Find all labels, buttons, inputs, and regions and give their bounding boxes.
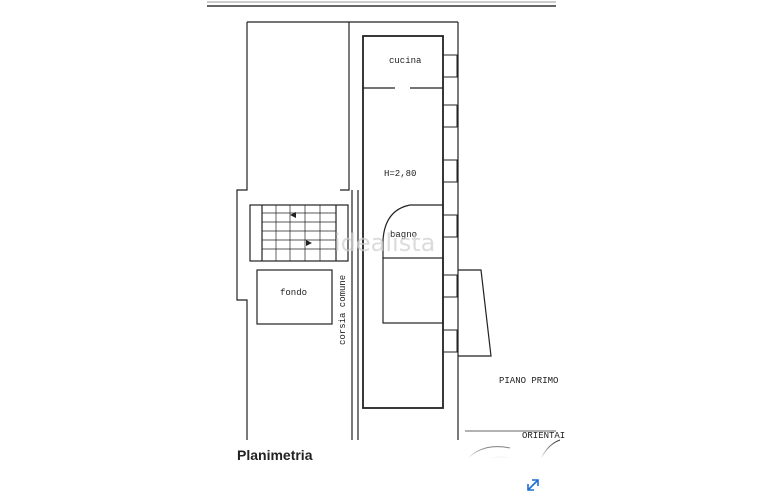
- floor-note: PIANO PRIMO: [499, 376, 558, 386]
- expand-arrows-icon[interactable]: [526, 478, 540, 492]
- orientation-note: ORIENTAI: [522, 431, 565, 441]
- room-label-corsia: corsia comune: [338, 275, 348, 345]
- room-label-fondo: fondo: [280, 288, 307, 298]
- image-caption: Planimetria: [237, 447, 313, 463]
- caption-bar: [0, 440, 764, 492]
- watermark-logo: idealista: [334, 229, 435, 257]
- room-label-cucina: cucina: [389, 56, 422, 66]
- plan-walls: [236, 21, 492, 440]
- stair-arrow-icon: [290, 212, 312, 246]
- room-label-bagno: bagno: [390, 230, 417, 240]
- room-label-height: H=2,80: [384, 169, 416, 179]
